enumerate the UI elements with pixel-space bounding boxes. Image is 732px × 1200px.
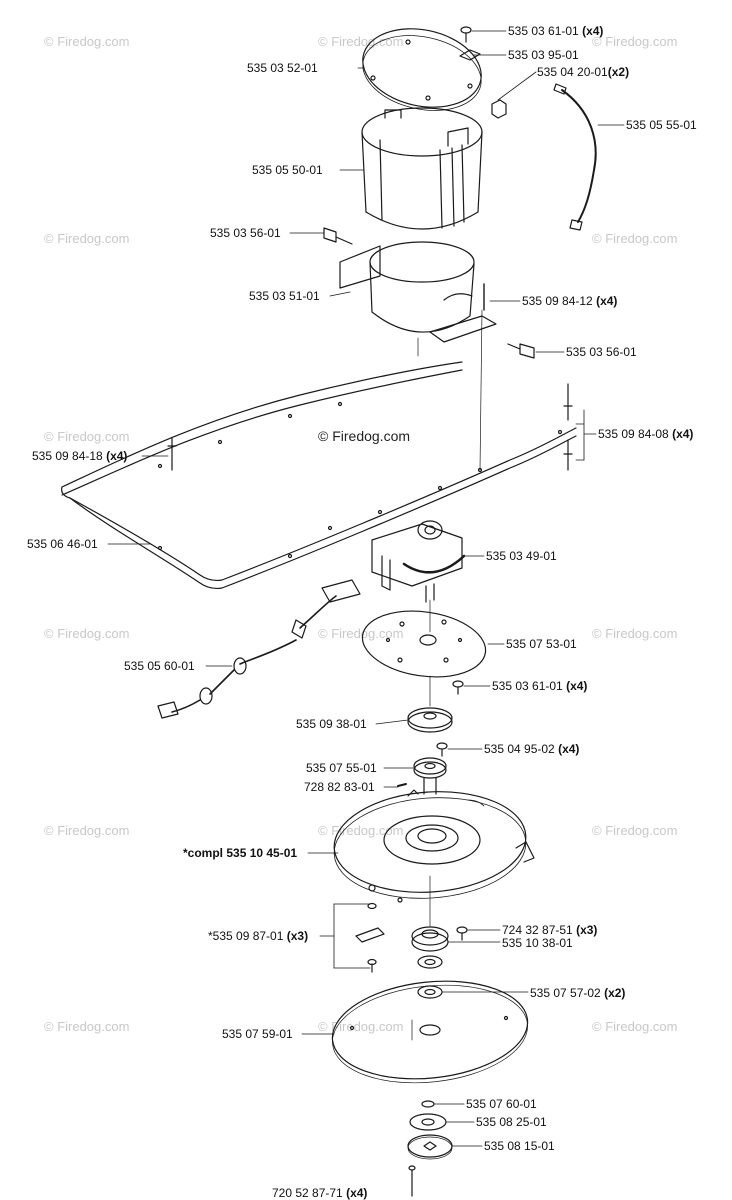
hub-screw (436, 742, 448, 757)
wire-lead (553, 83, 597, 231)
part-label: 535 07 60-01 (466, 1097, 537, 1111)
part-label: 535 07 57-02 (x2) (530, 986, 626, 1000)
watermark: © Firedog.com (318, 626, 404, 641)
frame-rail (61, 361, 577, 590)
part-label: 535 09 84-18 (x4) (32, 449, 128, 463)
part-label: *compl 535 10 45-01 (183, 846, 298, 860)
part-label: 535 05 55-01 (626, 118, 697, 132)
watermark: © Firedog.com (44, 34, 130, 49)
watermark: © Firedog.com (318, 823, 404, 838)
watermark: © Firedog.com (44, 626, 130, 641)
part-label: 720 52 87-71 (x4) (272, 1186, 368, 1200)
watermark: © Firedog.com (592, 231, 678, 246)
part-label: 535 10 38-01 (502, 936, 573, 950)
part-label: 535 09 84-12 (x4) (522, 294, 618, 308)
frame-screw (167, 383, 573, 471)
part-label: 535 06 46-01 (27, 537, 98, 551)
motor-housing (361, 107, 483, 230)
part-label: 535 08 25-01 (476, 1115, 547, 1129)
part-label: 535 03 61-01 (x4) (492, 679, 588, 693)
bottom-washer (409, 1113, 447, 1131)
watermark: © Firedog.com (592, 626, 678, 641)
cutter-housing (333, 789, 535, 903)
watermark: © Firedog.com (592, 823, 678, 838)
part-label: 728 82 83-01 (304, 780, 375, 794)
part-label: 535 03 52-01 (247, 61, 318, 75)
wire-harness (157, 579, 361, 719)
watermark: © Firedog.com (318, 34, 404, 49)
housing-bolt (323, 227, 535, 359)
part-label: 535 03 56-01 (210, 226, 281, 240)
part-label: 535 04 20-01(x2) (537, 65, 630, 79)
lower-housing-bracket (339, 241, 497, 343)
part-label: 535 07 53-01 (506, 637, 577, 651)
top-screw (459, 26, 507, 119)
coupling (413, 757, 447, 795)
leader-lines (107, 30, 625, 1147)
part-label: 535 08 15-01 (484, 1139, 555, 1153)
blade-disc (331, 980, 529, 1084)
part-label: 535 04 95-02 (x4) (484, 742, 580, 756)
part-label: 535 05 50-01 (252, 163, 323, 177)
part-label: 724 32 87-51 (x3) (502, 923, 598, 937)
part-label: 535 03 56-01 (566, 345, 637, 359)
part-label: 535 03 49-01 (486, 549, 557, 563)
part-label: 535 09 38-01 (296, 717, 367, 731)
part-label: 535 07 55-01 (306, 761, 377, 775)
mounting-plate (361, 599, 487, 678)
part-label: 535 05 60-01 (124, 659, 195, 673)
bearing-housing (411, 926, 449, 952)
watermark: © Firedog.com (44, 1019, 130, 1034)
watermark: © Firedog.com (44, 429, 130, 444)
watermark: © Firedog.com (592, 34, 678, 49)
bottom-nut (421, 1100, 435, 1108)
watermark: © Firedog.com (592, 1019, 678, 1034)
top-cover-plate (362, 28, 482, 111)
bottom-cap (407, 1134, 453, 1160)
hub-spacer (407, 707, 453, 733)
watermark: © Firedog.com (44, 823, 130, 838)
part-label: 535 07 59-01 (222, 1027, 293, 1041)
center-watermark: © Firedog.com (318, 428, 411, 444)
plate-screw (452, 680, 464, 695)
part-label: 535 09 84-08 (x4) (598, 427, 694, 441)
clip-bracket (319, 902, 385, 973)
part-label: 535 03 95-01 (508, 48, 579, 62)
bearing (417, 955, 443, 999)
part-label: 535 03 51-01 (249, 289, 320, 303)
motor-unit (371, 520, 466, 603)
part-label: *535 09 87-01 (x3) (208, 929, 309, 943)
watermark: © Firedog.com (44, 231, 130, 246)
part-label: 535 03 61-01 (x4) (508, 24, 604, 38)
bottom-screw (408, 1165, 416, 1197)
housing-screw (456, 926, 468, 941)
